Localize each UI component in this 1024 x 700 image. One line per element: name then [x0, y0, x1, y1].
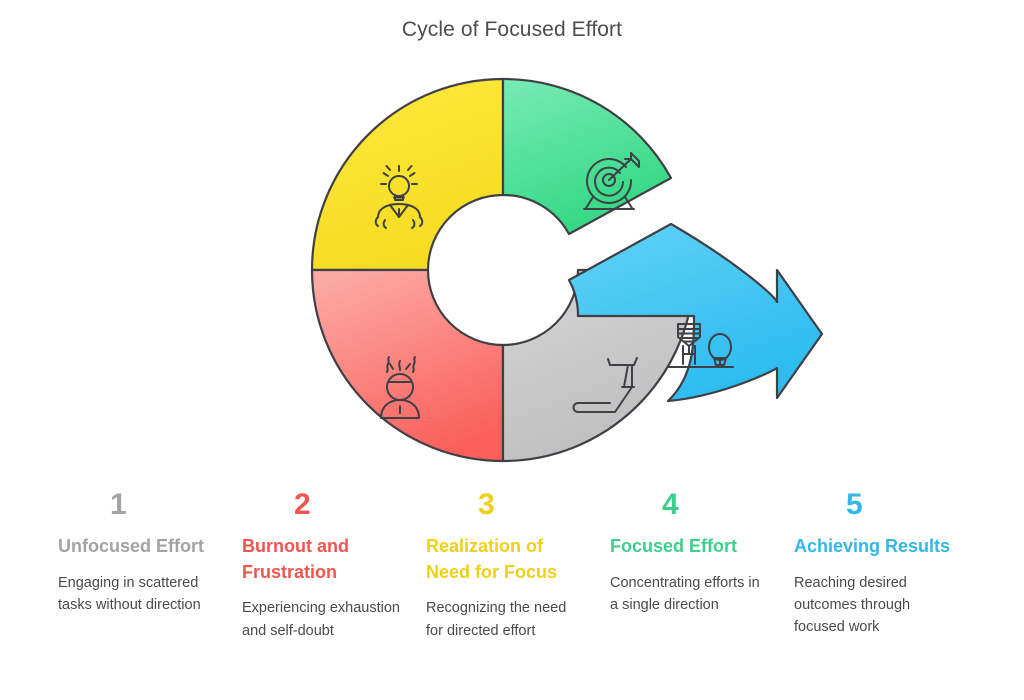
legend-number: 1 — [110, 488, 127, 521]
cycle-donut-diagram — [310, 77, 824, 463]
target-arrow-icon — [583, 152, 640, 210]
segment-realization-of-need-for-focus[interactable] — [310, 77, 505, 272]
legend-heading: Achieving Results — [794, 536, 951, 556]
legend-item-4[interactable]: 4 Focused Effort Concentrating efforts i… — [610, 490, 794, 700]
legend-item-3[interactable]: 3 Realization of Need for Focus Recogniz… — [426, 490, 610, 700]
legend-item-1[interactable]: 1 Unfocused Effort Engaging in scattered… — [58, 490, 242, 700]
legend-description: Concentrating efforts in a single direct… — [610, 574, 760, 613]
legend-number: 3 — [478, 488, 495, 521]
treadmill-icon — [572, 357, 638, 413]
legend-description: Experiencing exhaustion and self-doubt — [242, 600, 400, 639]
legend-description: Recognizing the need for directed effort — [426, 600, 567, 639]
legend-description: Engaging in scattered tasks without dire… — [58, 574, 201, 613]
stressed-person-icon — [380, 356, 420, 419]
legend-item-5[interactable]: 5 Achieving Results Reaching desired out… — [794, 490, 978, 700]
segment-focused-effort[interactable] — [501, 77, 673, 236]
water-tower-tree-icon — [667, 323, 734, 368]
legend-heading: Unfocused Effort — [58, 536, 204, 556]
legend-item-2[interactable]: 2 Burnout and Frustration Experiencing e… — [242, 490, 426, 700]
legend-description: Reaching desired outcomes through focuse… — [794, 574, 911, 636]
legend-number: 2 — [294, 488, 311, 521]
legend-number: 4 — [662, 488, 679, 521]
legend-heading: Focused Effort — [610, 536, 738, 556]
segment-burnout-and-frustration[interactable] — [310, 268, 505, 463]
legend: 1 Unfocused Effort Engaging in scattered… — [0, 490, 1024, 700]
legend-number: 5 — [846, 488, 863, 521]
legend-heading: Realization of Need for Focus — [426, 536, 558, 582]
legend-heading: Burnout and Frustration — [242, 536, 349, 582]
segment-achieving-results[interactable] — [567, 222, 824, 403]
lightbulb-idea-icon — [374, 165, 424, 229]
page-title: Cycle of Focused Effort — [401, 18, 623, 41]
